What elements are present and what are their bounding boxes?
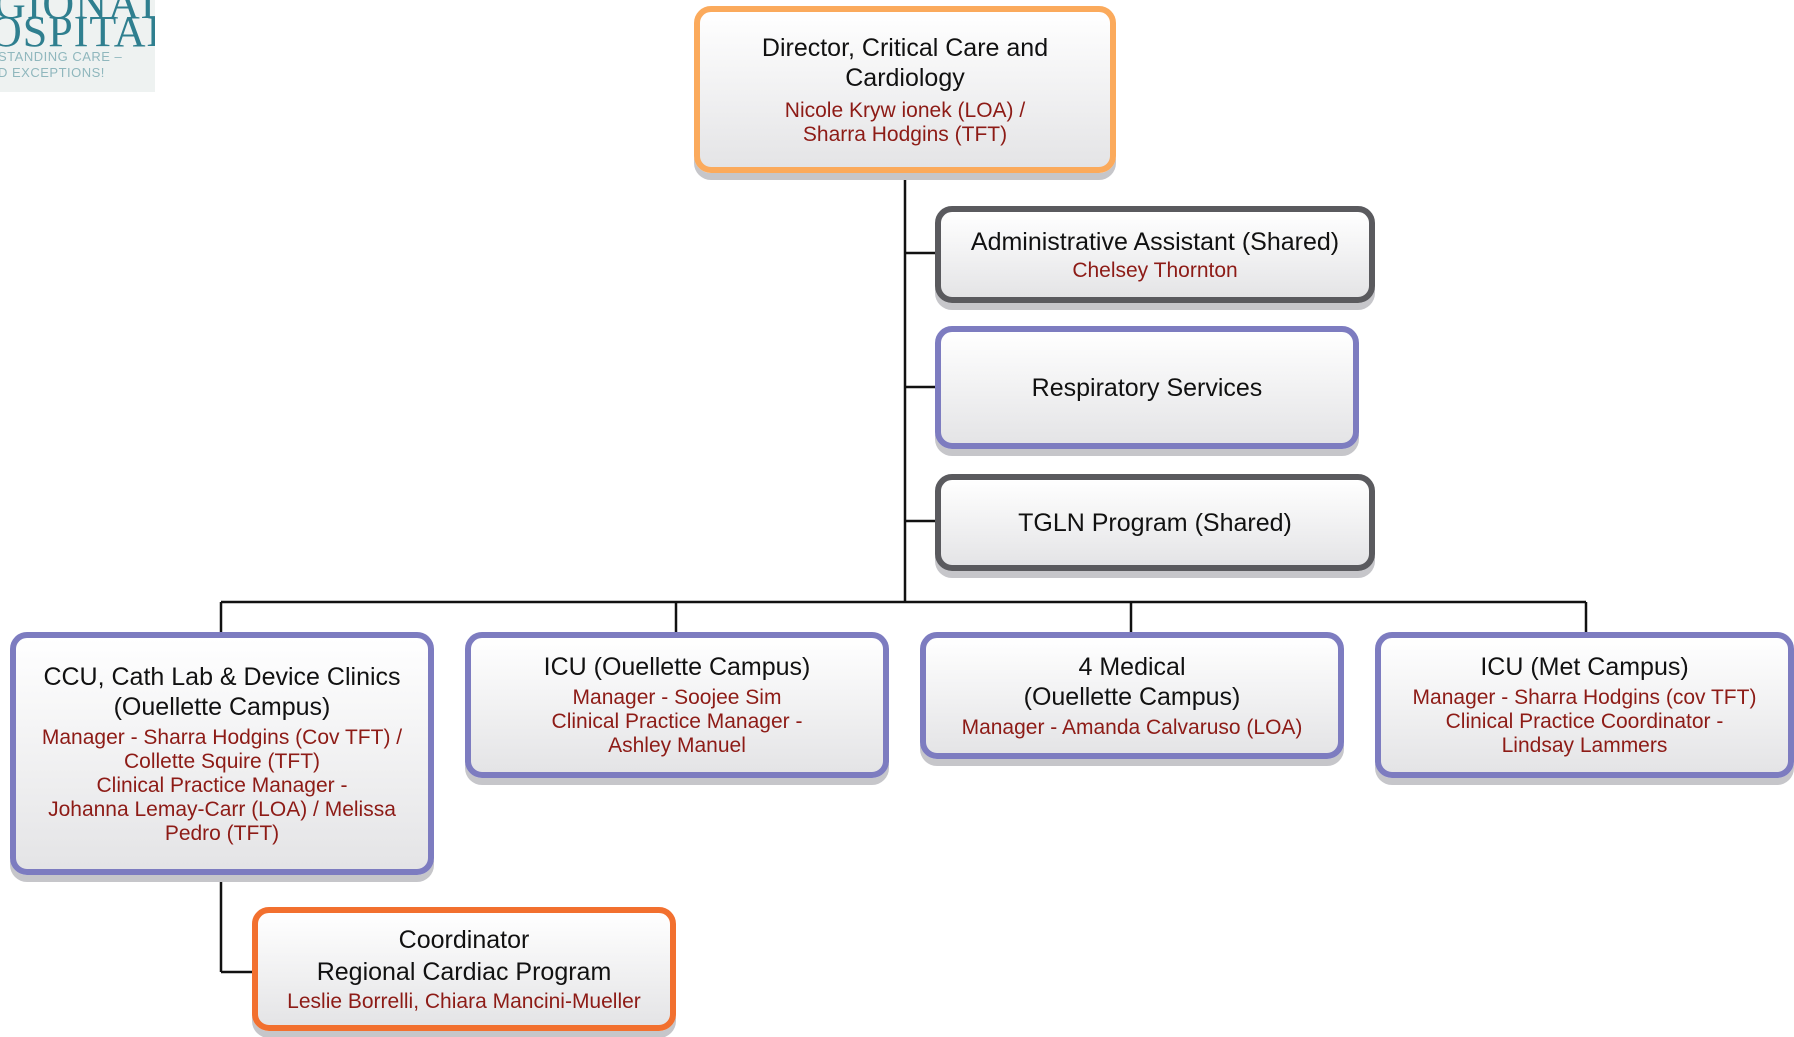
logo-text-top: GIONAL [0, 0, 155, 28]
coordinator-box: Coordinator Regional Cardiac Program Les… [252, 907, 676, 1031]
coordinator-title: Coordinator Regional Cardiac Program [316, 926, 612, 986]
icu-ouellette-box: ICU (Ouellette Campus) Manager - Soojee … [465, 632, 889, 778]
ccu-cath-lab-title: CCU, Cath Lab & Device Clinics (Ouellett… [43, 662, 401, 721]
logo-tagline-2: D EXCEPTIONS! [0, 65, 105, 80]
coordinator-names: Leslie Borrelli, Chiara Mancini-Mueller [287, 990, 641, 1013]
respiratory-services-title: Respiratory Services [1031, 373, 1263, 402]
ccu-cath-lab-box: CCU, Cath Lab & Device Clinics (Ouellett… [10, 632, 434, 875]
icu-met-box: ICU (Met Campus) Manager - Sharra Hodgin… [1375, 632, 1794, 778]
director-box: Director, Critical Care and Cardiology N… [694, 6, 1116, 173]
director-names: Nicole Kryw ionek (LOA) / Sharra Hodgins… [784, 98, 1026, 146]
icu-ouellette-title: ICU (Ouellette Campus) [543, 653, 811, 681]
admin-assistant-box: Administrative Assistant (Shared) Chelse… [935, 206, 1375, 303]
logo-text-main: OSPITAL [0, 7, 155, 56]
four-medical-title: 4 Medical (Ouellette Campus) [1023, 652, 1241, 711]
four-medical-names: Manager - Amanda Calvaruso (LOA) [961, 715, 1303, 739]
four-medical-box: 4 Medical (Ouellette Campus) Manager - A… [920, 632, 1344, 759]
icu-ouellette-names: Manager - Soojee Sim Clinical Practice M… [551, 686, 803, 757]
icu-met-title: ICU (Met Campus) [1480, 653, 1689, 681]
hospital-logo: GIONAL OSPITAL STANDING CARE – D EXCEPTI… [0, 0, 155, 92]
director-title: Director, Critical Care and Cardiology [761, 33, 1049, 92]
tgln-program-title: TGLN Program (Shared) [1018, 508, 1292, 537]
admin-assistant-title: Administrative Assistant (Shared) [970, 227, 1340, 256]
admin-assistant-name: Chelsey Thornton [1072, 258, 1238, 282]
tgln-program-box: TGLN Program (Shared) [935, 474, 1375, 571]
icu-met-names: Manager - Sharra Hodgins (cov TFT) Clini… [1412, 686, 1757, 757]
ccu-cath-lab-names: Manager - Sharra Hodgins (Cov TFT) / Col… [41, 725, 403, 845]
logo-tagline-1: STANDING CARE – [0, 49, 123, 64]
respiratory-services-box: Respiratory Services [935, 326, 1359, 449]
